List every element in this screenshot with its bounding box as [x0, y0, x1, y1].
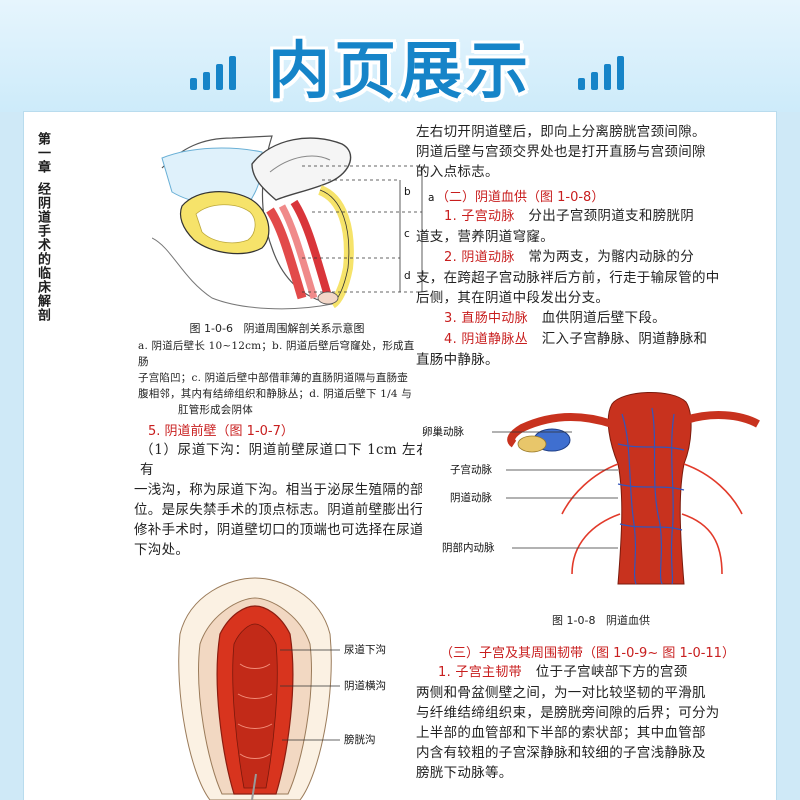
list-item: 3. 直肠中动脉 血供阴道后壁下段。: [416, 308, 760, 329]
list-item-cont: 后侧，其在阴道中段发出分支。: [416, 290, 610, 306]
chapter-title: 经阴道手术的临床解剖: [35, 182, 50, 322]
para-line: 位。是尿失禁手术的顶点标志。阴道前壁膨出行: [134, 502, 424, 518]
note-line: 肛管形成会阴体: [178, 404, 253, 416]
fig106-caption: 图 1-0-6 阴道周围解剖关系示意图: [152, 320, 402, 336]
fig108-label-ovarian-artery: 卵巢动脉: [422, 426, 464, 438]
para-line: （1）尿道下沟：阴道前壁尿道口下 1cm 左右有: [140, 442, 430, 478]
fig106-label-a: a: [428, 192, 435, 204]
list-item-cont: 支，在跨超子宫动脉袢后方前，行走于输尿管的中: [416, 270, 720, 286]
fig107-label-bladder-groove: 膀胱沟: [344, 734, 376, 746]
para-line: 内含有较粗的子宫深静脉和较细的子宫浅静脉及: [416, 745, 706, 761]
item-text: 汇入子宫静脉、阴道静脉和: [541, 331, 708, 347]
para-line: 上半部的血管部和下半部的索状部；其中血管部: [416, 725, 706, 741]
vulva-illustration: [170, 574, 340, 800]
list-item-cont: 直肠中静脉。: [416, 352, 499, 368]
list-item: 2. 阴道动脉 常为两支，为髂内动脉的分: [416, 247, 760, 268]
item-title: 4. 阴道静脉丛: [444, 332, 528, 347]
page-title: 内页展示: [267, 34, 532, 107]
para-urethral-groove: （1）尿道下沟：阴道前壁尿道口下 1cm 左右有 一浅沟，称为尿道下沟。相当于泌…: [134, 440, 430, 560]
bar-chart-icon-right: [578, 56, 624, 90]
fig108-caption: 图 1-0-8 阴道血供: [476, 612, 726, 628]
figure-1-0-8: 卵巢动脉 子宫动脉 阴道动脉 阴部内动脉: [422, 384, 766, 604]
book-page: 第一章经阴道手术的临床解剖: [24, 112, 776, 800]
para-line: 修补手术时，阴道壁切口的顶端也可选择在尿道: [134, 522, 424, 538]
fig106-note: a. 阴道后壁长 10~12cm；b. 阴道后壁后穹窿处，形成直肠 子宫陷凹；c…: [138, 338, 422, 418]
list-item: 4. 阴道静脉丛 汇入子宫静脉、阴道静脉和: [416, 329, 760, 350]
section-2-heading: （二）阴道血供（图 1-0-8）: [436, 190, 605, 205]
fig106-caption-num: 图 1-0-6: [189, 322, 233, 335]
para-line: 两侧和骨盆侧壁之间，为一对比较坚韧的平滑肌: [416, 685, 706, 701]
section-5-heading: 5. 阴道前壁（图 1-0-7）: [148, 424, 294, 439]
fig108-caption-num: 图 1-0-8: [552, 614, 596, 627]
right-column: 左右切开阴道壁后，即向上分离膀胱宫颈间隙。 阴道后壁与宫颈交界处也是打开直肠与宫…: [416, 114, 770, 800]
item-text: 位于子宫峡部下方的宫颈: [535, 664, 688, 680]
vaginal-blood-supply-illustration: [422, 384, 766, 604]
para-line: 与纤维结缔组织束，是膀胱旁间隙的后界；可分为: [416, 705, 720, 721]
list-item: 1. 子宫主韧带 位于子宫峡部下方的宫颈: [416, 662, 760, 683]
para-line: 一浅沟，称为尿道下沟。相当于泌尿生殖隔的部: [134, 482, 424, 498]
pelvic-anatomy-illustration: [151, 128, 442, 312]
para-line: 的入点标志。: [416, 164, 499, 180]
bar-chart-icon-left: [190, 56, 236, 90]
note-line: 子宫陷凹；c. 阴道后壁中部借菲薄的直肠阴道隔与直肠壶: [138, 372, 408, 384]
fig107-label-urethral-groove: 尿道下沟: [344, 644, 386, 656]
left-column: a b c d 图 1-0-6 阴道周围解剖关系示意图 a. 阴道后壁长 10~…: [62, 114, 442, 800]
item-text: 常为两支，为髂内动脉的分: [528, 249, 695, 265]
chapter-spine: 第一章经阴道手术的临床解剖: [34, 132, 52, 492]
right-top-para: 左右切开阴道壁后，即向上分离膀胱宫颈间隙。 阴道后壁与宫颈交界处也是打开直肠与宫…: [416, 122, 760, 182]
item-text: 分出子宫颈阴道支和膀胱阴: [528, 208, 695, 224]
fig106-label-d: d: [404, 270, 411, 282]
fig106-caption-text: 阴道周围解剖关系示意图: [243, 322, 365, 335]
figure-1-0-7: 尿道下沟 阴道横沟 膀胱沟: [170, 574, 420, 800]
fig108-label-vaginal-artery: 阴道动脉: [450, 492, 492, 504]
blood-supply-list: 1. 子宫动脉 分出子宫颈阴道支和膀胱阴 道支，营养阴道穹窿。 2. 阴道动脉 …: [416, 206, 760, 370]
item-title: 1. 子宫主韧带: [438, 665, 522, 680]
para-line: 下沟处。: [134, 542, 190, 558]
fig106-label-c: c: [404, 228, 410, 240]
fig107-label-vaginal-transverse: 阴道横沟: [344, 680, 386, 692]
header-banner: 内页展示: [0, 0, 800, 112]
ligament-para: 1. 子宫主韧带 位于子宫峡部下方的宫颈 两侧和骨盆侧壁之间，为一对比较坚韧的平…: [416, 662, 760, 783]
list-item: 1. 子宫动脉 分出子宫颈阴道支和膀胱阴: [416, 206, 760, 227]
para-line: 左右切开阴道壁后，即向上分离膀胱宫颈间隙。: [416, 124, 706, 140]
para-line: 膀胱下动脉等。: [416, 765, 513, 781]
fig108-label-internal-pudendal: 阴部内动脉: [442, 542, 495, 554]
para-line: 阴道后壁与宫颈交界处也是打开直肠与宫颈间隙: [416, 144, 706, 160]
item-title: 1. 子宫动脉: [444, 209, 515, 224]
fig108-caption-text: 阴道血供: [605, 614, 650, 627]
fig108-label-uterine-artery: 子宫动脉: [450, 464, 492, 476]
figure-1-0-6: a b c d: [151, 128, 442, 312]
note-line: a. 阴道后壁长 10~12cm；b. 阴道后壁后穹窿处，形成直肠: [138, 340, 415, 368]
item-title: 3. 直肠中动脉: [444, 311, 528, 326]
chapter-number: 第一章: [35, 132, 50, 174]
fig106-label-b: b: [404, 186, 411, 198]
section-3-heading: （三）子宫及其周围韧带（图 1-0-9~ 图 1-0-11）: [440, 646, 735, 661]
item-text: 血供阴道后壁下段。: [541, 310, 666, 326]
item-title: 2. 阴道动脉: [444, 250, 515, 265]
list-item-cont: 道支，营养阴道穹窿。: [416, 229, 554, 245]
note-line: 腹相邻，其内有结缔组织和静脉丛；d. 阴道后壁下 1/4 与: [138, 388, 412, 400]
